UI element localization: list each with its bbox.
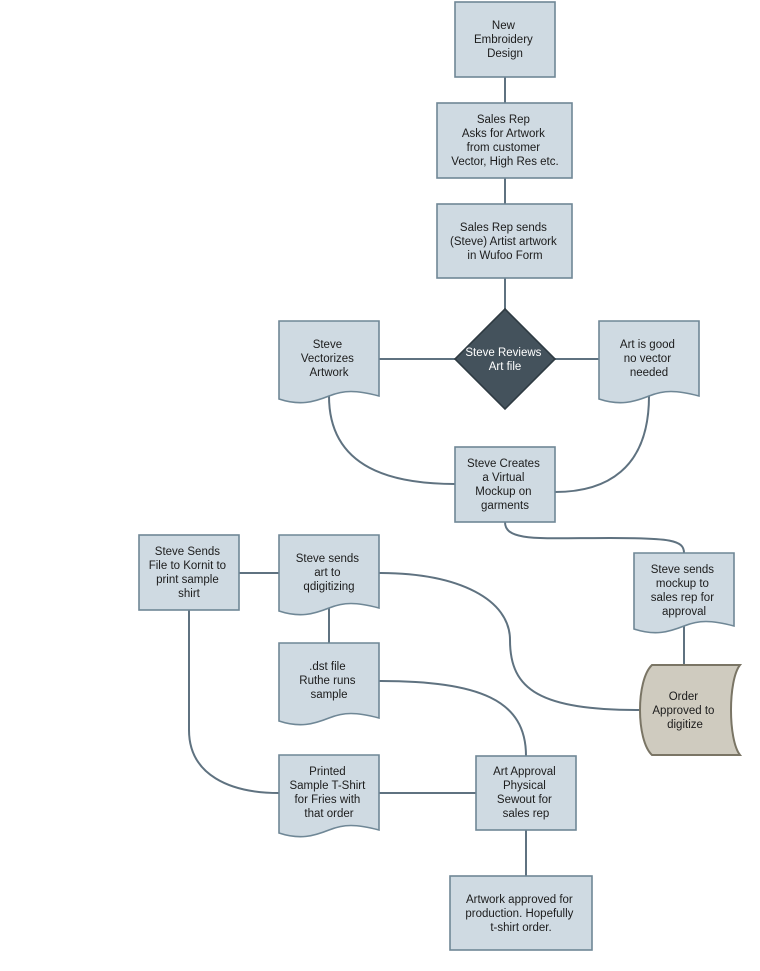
- node-dst-file: .dst file Ruthe runs sample: [278, 642, 380, 726]
- connectors: [188, 77, 685, 876]
- node-text: Order Approved to digitize: [652, 691, 717, 731]
- connector-dst-to-artapproval: [378, 680, 527, 757]
- node-text: Steve sends mockup to sales rep for appr…: [651, 564, 718, 618]
- node-art-is-good: Art is good no vector needed: [598, 320, 700, 404]
- node-steve-sends-qdigitizing: Steve sends art to qdigitizing: [278, 534, 380, 616]
- node-text: .dst file Ruthe runs sample: [299, 661, 358, 701]
- node-sales-rep-asks: Sales Rep Asks for Artwork from customer…: [436, 102, 573, 179]
- connector-kornit-to-printed: [188, 610, 280, 794]
- node-art-approval-sewout: Art Approval Physical Sewout for sales r…: [475, 755, 577, 831]
- node-steve-vectorizes: Steve Vectorizes Artwork: [278, 320, 380, 404]
- connector-mockup-to-sendmockup: [504, 521, 685, 554]
- node-artwork-approved-production: Artwork approved for production. Hopeful…: [449, 875, 593, 951]
- node-text: Sales Rep sends (Steve) Artist artwork i…: [450, 222, 560, 262]
- node-new-embroidery-design: New Embroidery Design: [454, 1, 556, 78]
- node-text: Steve Vectorizes Artwork: [301, 339, 357, 379]
- connector-vectorize-to-mockup: [328, 395, 456, 485]
- connector-artgood-to-mockup: [554, 395, 650, 493]
- node-sales-rep-sends-wufoo: Sales Rep sends (Steve) Artist artwork i…: [436, 203, 573, 279]
- node-text: Artwork approved for production. Hopeful…: [465, 894, 576, 934]
- node-order-approved: Order Approved to digitize: [639, 664, 743, 756]
- node-text: Steve Sends File to Kornit to print samp…: [149, 546, 230, 600]
- node-text: Art is good no vector needed: [620, 339, 678, 379]
- node-text: Steve Reviews Art file: [465, 347, 544, 373]
- node-text: Steve sends art to qdigitizing: [296, 553, 363, 593]
- node-text: Printed Sample T-Shirt for Fries with th…: [289, 766, 368, 820]
- node-steve-sends-kornit: Steve Sends File to Kornit to print samp…: [138, 534, 240, 611]
- node-steve-sends-mockup: Steve sends mockup to sales rep for appr…: [633, 552, 735, 634]
- node-text: Art Approval Physical Sewout for sales r…: [493, 766, 559, 820]
- node-text: Sales Rep Asks for Artwork from customer…: [451, 114, 558, 168]
- node-printed-sample: Printed Sample T-Shirt for Fries with th…: [278, 754, 380, 838]
- connector-approved-to-qdigitizing: [378, 572, 641, 711]
- node-steve-reviews-decision: Steve Reviews Art file: [453, 307, 557, 411]
- node-steve-creates-mockup: Steve Creates a Virtual Mockup on garmen…: [454, 446, 556, 523]
- node-text: New Embroidery Design: [474, 20, 536, 60]
- node-text: Steve Creates a Virtual Mockup on garmen…: [467, 458, 543, 512]
